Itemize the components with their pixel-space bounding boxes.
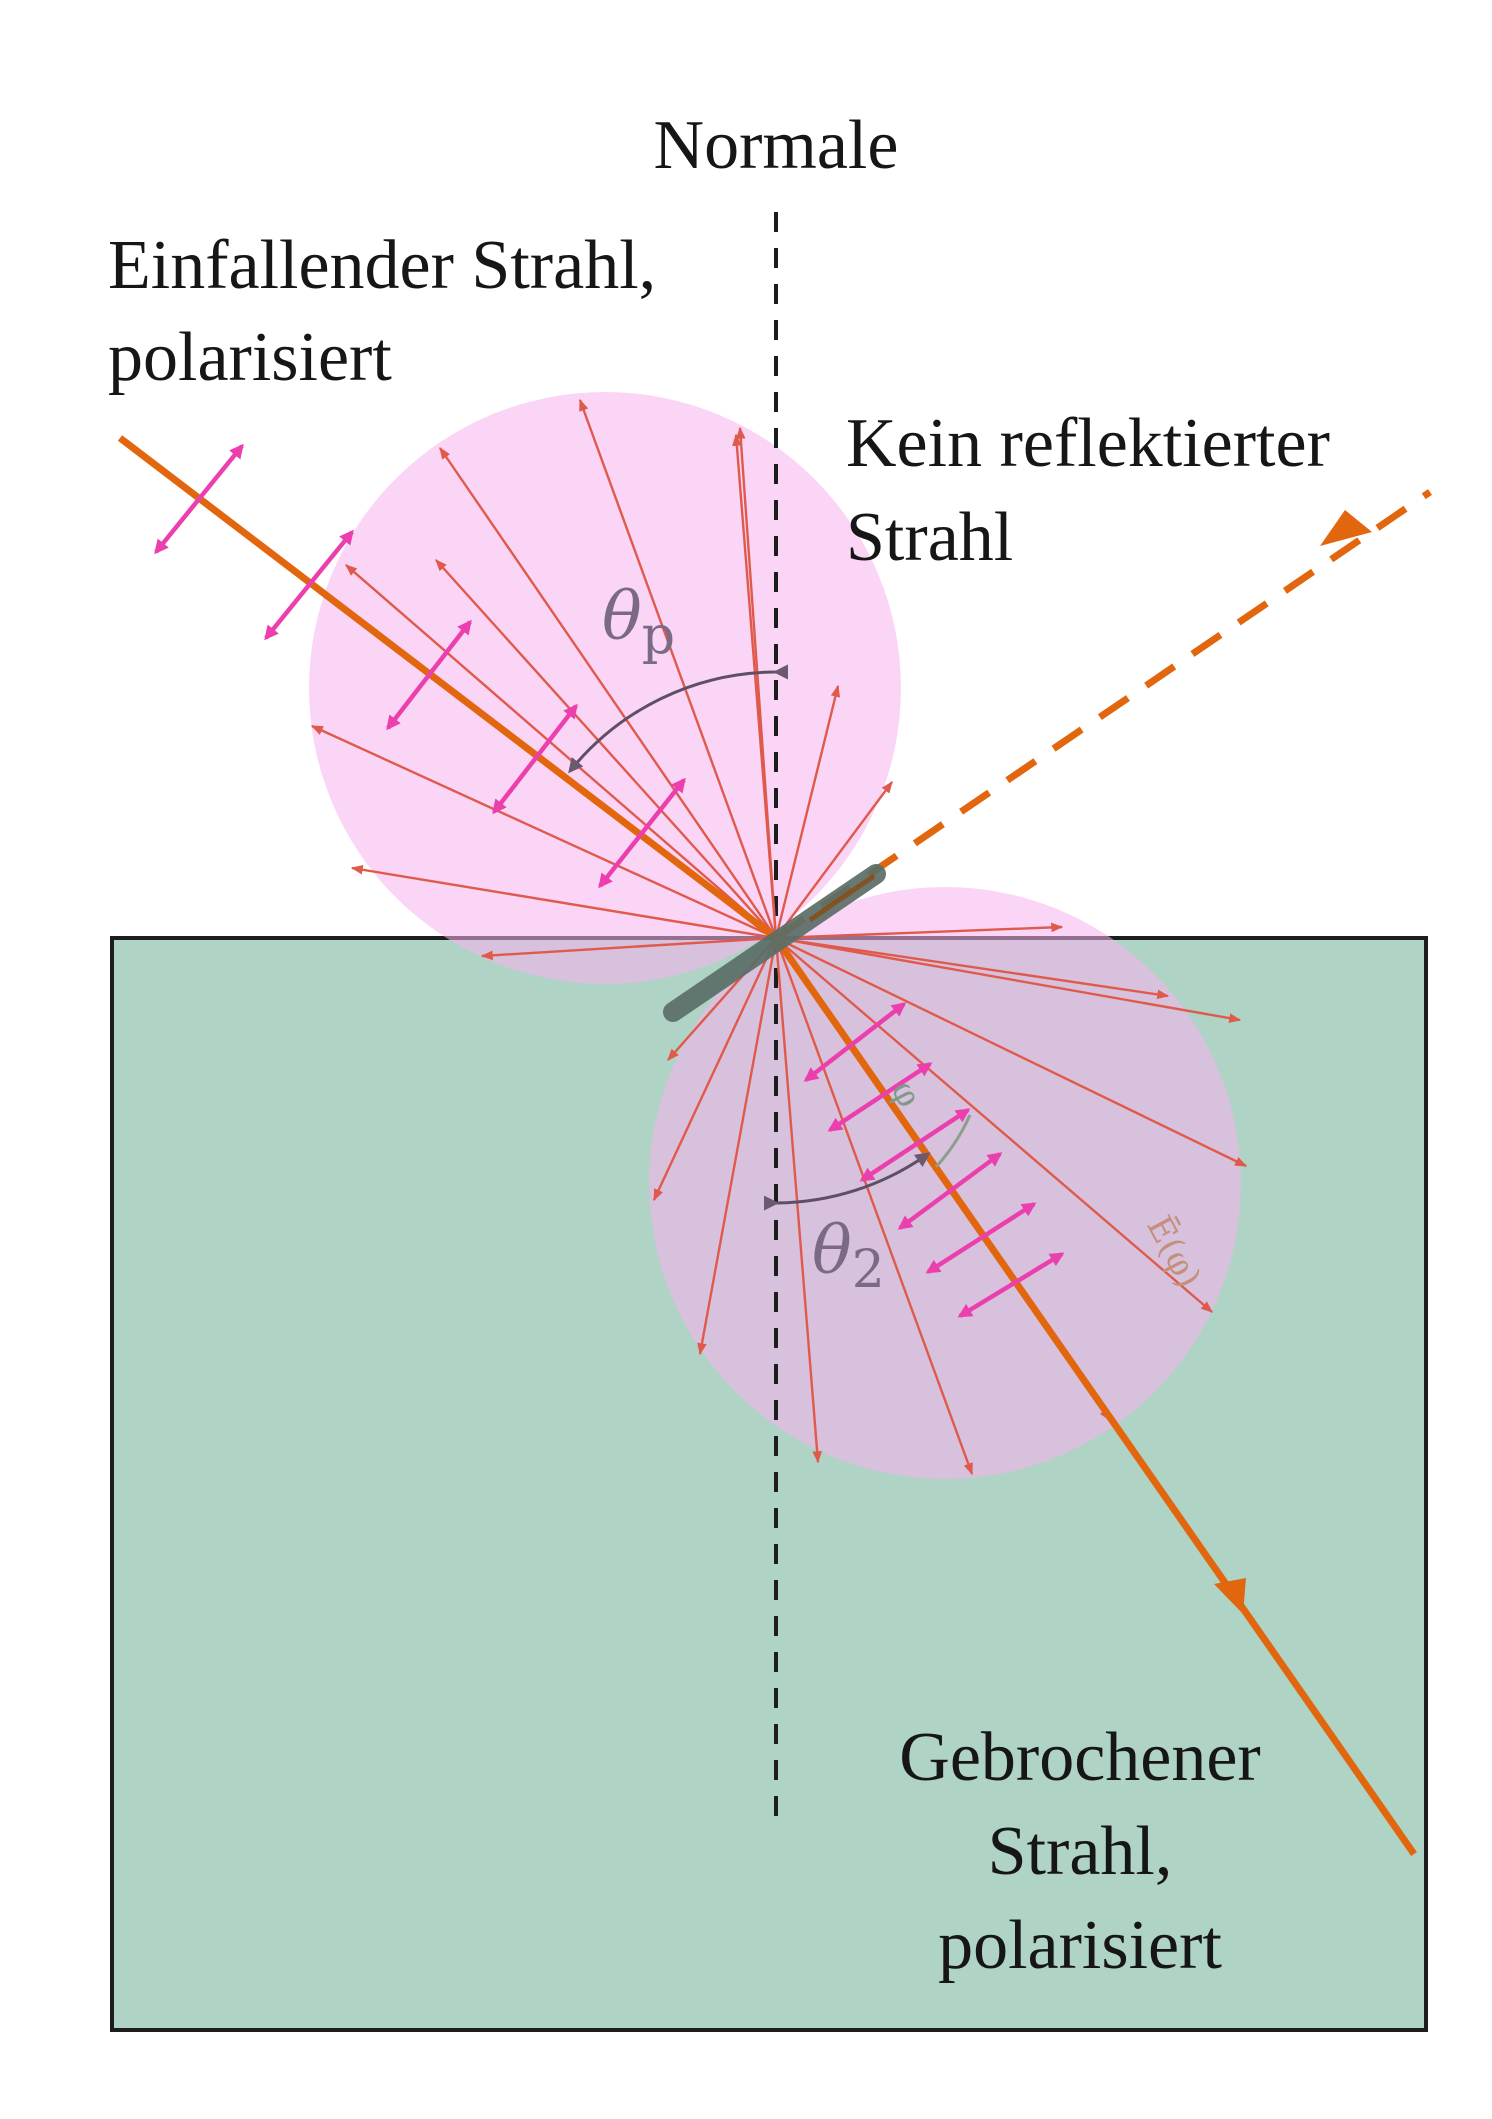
- refracted-ray-arrowhead: [1214, 1578, 1246, 1614]
- phi-angle-arc: [934, 1114, 972, 1169]
- emission-ray: [775, 936, 1242, 1023]
- refracted-label-line1: Gebrochener: [899, 1719, 1261, 1796]
- brewster-angle-symbol: θ: [602, 578, 642, 655]
- polarization-arrows: [154, 443, 1065, 1318]
- polarization-arrow-icon: [154, 443, 244, 555]
- polarization-arrow-icon: [827, 1062, 933, 1132]
- refraction-angle-arc: [763, 1152, 931, 1211]
- emission-ray: [480, 936, 777, 961]
- brewster-angle-arc: [568, 664, 789, 774]
- emission-ray: [350, 865, 777, 940]
- emission-ray: [775, 781, 893, 939]
- polarization-arrow-icon: [925, 1202, 1037, 1274]
- incident-label-line1: Einfallender Strahl,: [108, 227, 657, 304]
- emission-ray: [775, 936, 1170, 1000]
- emission-ray: [310, 724, 777, 940]
- polarization-arrow-icon: [264, 529, 354, 641]
- brewster-angle-subscript: p: [641, 606, 676, 666]
- incident-label-line2: polarisiert: [108, 319, 392, 396]
- polarization-arrow-icon: [803, 1002, 907, 1082]
- brewster-angle-label: θp: [602, 578, 675, 666]
- polarization-arrow-icon: [598, 777, 686, 889]
- polarization-arrow-icon: [492, 703, 578, 815]
- dipole-highlight: [808, 873, 876, 923]
- polarization-arrow-icon: [897, 1152, 1003, 1230]
- reflected-ray: [774, 489, 1432, 941]
- emission-ray: [697, 937, 778, 1356]
- refraction-angle-symbol: θ: [812, 1212, 852, 1289]
- normal-label: Normale: [653, 107, 899, 184]
- refraction-angle-label: θ2: [812, 1212, 885, 1300]
- emission-ray: [652, 937, 778, 1202]
- polarization-arrow-icon: [386, 619, 472, 731]
- refraction-angle-subscript: 2: [851, 1240, 885, 1300]
- reflected-label-line2: Strahl: [846, 499, 1014, 576]
- emission-ray: [775, 937, 1213, 1313]
- emission-ray: [775, 936, 1248, 1168]
- reflected-label-line1: Kein reflektierter: [846, 405, 1330, 482]
- refracted-label-line3: polarisiert: [938, 1907, 1222, 1984]
- emission-ray: [775, 922, 1064, 940]
- polarization-arrow-icon: [957, 1252, 1065, 1318]
- emission-ray: [774, 684, 841, 939]
- refracted-label-line2: Strahl,: [987, 1813, 1173, 1890]
- reflected-ray-arrowhead: [1320, 510, 1372, 546]
